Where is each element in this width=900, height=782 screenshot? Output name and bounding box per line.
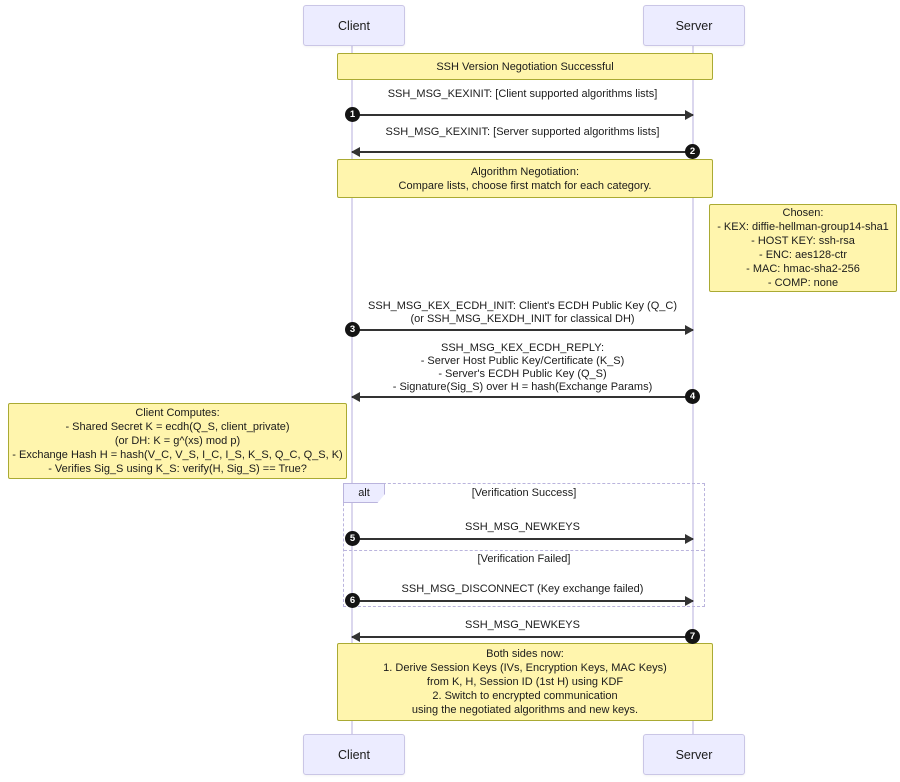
message-7-arrow	[351, 632, 693, 642]
message-line: SSH_MSG_KEX_ECDH_REPLY:	[440, 342, 605, 354]
arrowhead-right-icon	[685, 325, 694, 335]
note-line: (or DH: K = g^(xs) mod p)	[114, 435, 241, 447]
note-line: - COMP: none	[767, 277, 839, 289]
note-line: SSH Version Negotiation Successful	[436, 60, 614, 73]
note-line: - Verifies Sig_S using K_S: verify(H, Si…	[48, 463, 307, 475]
message-line: - Signature(Sig_S) over H = hash(Exchang…	[392, 381, 653, 393]
note-line: Client Computes:	[135, 407, 220, 419]
alt-frame: alt [Verification Success] [Verification…	[343, 483, 705, 607]
arrowhead-right-icon	[685, 596, 694, 606]
lifeline-client	[351, 44, 353, 734]
actor-server-top: Server	[643, 5, 745, 46]
message-4-label: SSH_MSG_KEX_ECDH_REPLY: - Server Host Pu…	[352, 342, 693, 394]
message-5-number: 5	[345, 531, 360, 546]
note-line: Compare lists, choose first match for ea…	[398, 179, 652, 192]
alt-divider	[344, 550, 704, 551]
message-4-arrow	[351, 392, 693, 402]
message-line: SSH_MSG_KEXINIT: [Client supported algor…	[387, 88, 658, 100]
note-line: 2. Switch to encrypted communication	[432, 690, 618, 702]
note-line: from K, H, Session ID (1st H) using KDF	[426, 676, 624, 688]
message-5-label: SSH_MSG_NEWKEYS	[352, 521, 693, 534]
message-1-number: 1	[345, 107, 360, 122]
note-line: - ENC: aes128-ctr	[758, 249, 848, 261]
message-line: SSH_MSG_NEWKEYS	[465, 521, 580, 533]
message-1-arrow	[352, 110, 694, 120]
note-line: - Shared Secret K = ecdh(Q_S, client_pri…	[65, 421, 290, 433]
message-7-label: SSH_MSG_NEWKEYS	[352, 619, 693, 632]
note-line: Algorithm Negotiation:	[470, 165, 580, 178]
message-2-label: SSH_MSG_KEXINIT: [Server supported algor…	[352, 126, 693, 139]
message-line: - Server Host Public Key/Certificate (K_…	[420, 355, 625, 367]
note-client-computes: Client Computes: - Shared Secret K = ecd…	[8, 403, 347, 479]
actor-server-bottom: Server	[643, 734, 745, 775]
note-line: 1. Derive Session Keys (IVs, Encryption …	[383, 662, 667, 674]
arrowhead-right-icon	[685, 110, 694, 120]
note-chosen-algorithms: Chosen: - KEX: diffie-hellman-group14-sh…	[709, 204, 897, 292]
message-1-label: SSH_MSG_KEXINIT: [Client supported algor…	[352, 88, 693, 101]
note-line: - HOST KEY: ssh-rsa	[751, 235, 855, 247]
alt-frame-label: alt	[343, 483, 385, 503]
arrowhead-left-icon	[351, 632, 360, 642]
message-line: - Server's ECDH Public Key (Q_S)	[438, 368, 607, 380]
note-version-negotiation: SSH Version Negotiation Successful	[337, 53, 713, 80]
actor-client-top: Client	[303, 5, 405, 46]
message-4-number: 4	[685, 389, 700, 404]
message-line: SSH_MSG_DISCONNECT (Key exchange failed)	[401, 583, 644, 595]
message-line: (or SSH_MSG_KEXDH_INIT for classical DH)	[410, 313, 635, 325]
note-line: - MAC: hmac-sha2-256	[746, 263, 860, 275]
message-6-number: 6	[345, 593, 360, 608]
message-6-arrow	[352, 596, 694, 606]
message-3-label: SSH_MSG_KEX_ECDH_INIT: Client's ECDH Pub…	[352, 300, 693, 326]
message-2-number: 2	[685, 144, 700, 159]
message-5-arrow	[352, 534, 694, 544]
arrowhead-right-icon	[685, 534, 694, 544]
note-line: - Exchange Hash H = hash(V_C, V_S, I_C, …	[12, 449, 343, 461]
message-2-arrow	[351, 147, 693, 157]
message-line: SSH_MSG_NEWKEYS	[465, 619, 580, 631]
alt-section-success-label: [Verification Success]	[471, 487, 577, 499]
message-3-arrow	[352, 325, 694, 335]
message-line: SSH_MSG_KEX_ECDH_INIT: Client's ECDH Pub…	[368, 300, 677, 312]
note-line: - KEX: diffie-hellman-group14-sha1	[717, 221, 889, 233]
note-algorithm-negotiation: Algorithm Negotiation: Compare lists, ch…	[337, 159, 713, 198]
message-7-number: 7	[685, 629, 700, 644]
message-3-number: 3	[345, 322, 360, 337]
note-line: Both sides now:	[486, 648, 564, 660]
actor-client-bottom: Client	[303, 734, 405, 775]
alt-section-failed-label: [Verification Failed]	[477, 553, 571, 565]
message-6-label: SSH_MSG_DISCONNECT (Key exchange failed)	[352, 583, 693, 596]
note-both-sides-now: Both sides now: 1. Derive Session Keys (…	[337, 643, 713, 721]
message-line: SSH_MSG_KEXINIT: [Server supported algor…	[385, 126, 660, 138]
arrowhead-left-icon	[351, 392, 360, 402]
arrowhead-left-icon	[351, 147, 360, 157]
note-line: using the negotiated algorithms and new …	[411, 704, 639, 716]
note-line: Chosen:	[782, 207, 824, 219]
